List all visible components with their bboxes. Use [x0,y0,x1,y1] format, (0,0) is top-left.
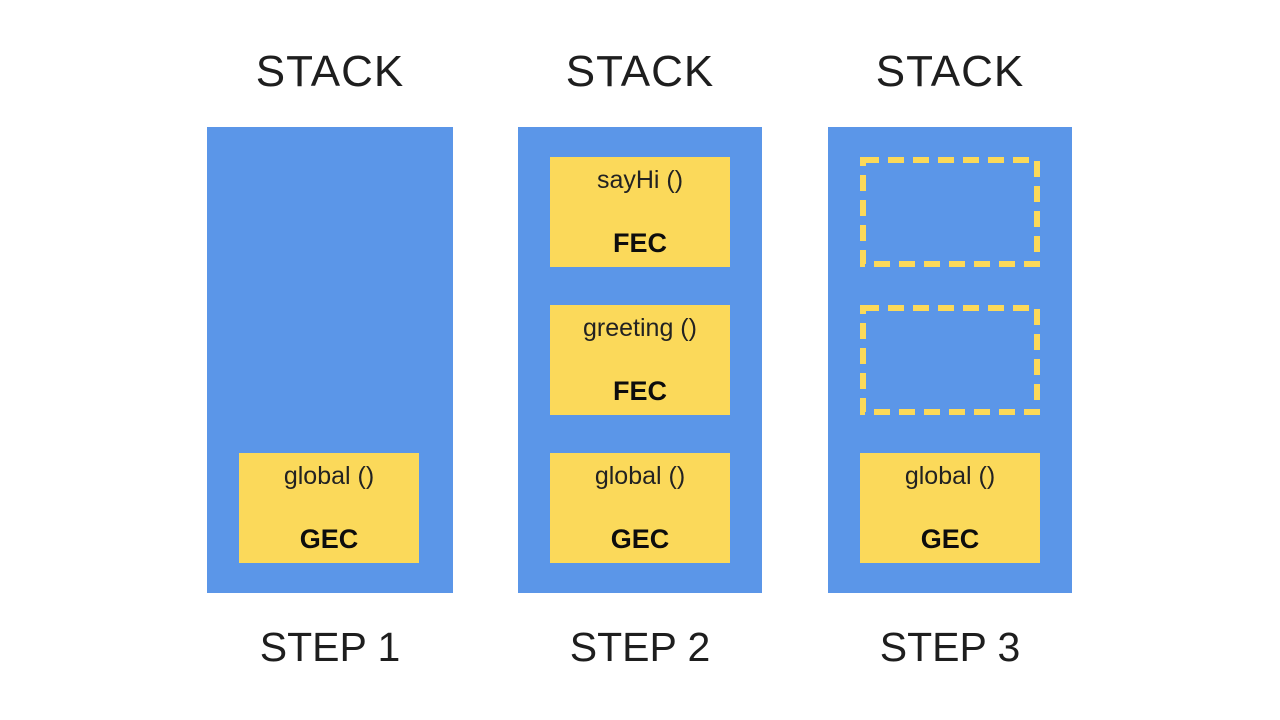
frame-function-name: global () [594,462,686,490]
stack-column: global () GEC [207,127,453,593]
frame-context-label: FEC [613,376,667,406]
frame-context-label: GEC [920,524,980,554]
popped-frame-placeholder [860,305,1040,415]
dashed-outline [860,305,1040,415]
stack-title: STACK [255,47,405,96]
frame-context-label: GEC [610,524,670,554]
frame-context-label: FEC [613,228,667,258]
frame-sayhi-fec: sayHi () FEC [550,157,730,267]
frame-function-name: sayHi () [596,166,684,194]
frame-function-name: global () [904,462,996,490]
dashed-outline [860,157,1040,267]
step-label: STEP 1 [259,624,401,670]
stack-panel-step-2: STACK sayHi () FEC greeting () FEC globa… [518,0,762,720]
stack-column: global () GEC [828,127,1072,593]
step-label: STEP 2 [569,624,711,670]
stack-panel-step-1: STACK global () GEC STEP 1 [207,0,453,720]
frame-function-name: global () [283,462,375,490]
frame-global-gec: global () GEC [550,453,730,563]
stack-column: sayHi () FEC greeting () FEC global () G… [518,127,762,593]
stack-title: STACK [565,47,715,96]
frame-global-gec: global () GEC [239,453,419,563]
frame-global-gec: global () GEC [860,453,1040,563]
frame-context-label: GEC [299,524,359,554]
stack-panel-step-3: STACK global () GEC STEP 3 [828,0,1072,720]
frame-function-name: greeting () [583,314,697,342]
frame-greeting-fec: greeting () FEC [550,305,730,415]
popped-frame-placeholder [860,157,1040,267]
stack-title: STACK [875,47,1025,96]
step-label: STEP 3 [879,624,1021,670]
